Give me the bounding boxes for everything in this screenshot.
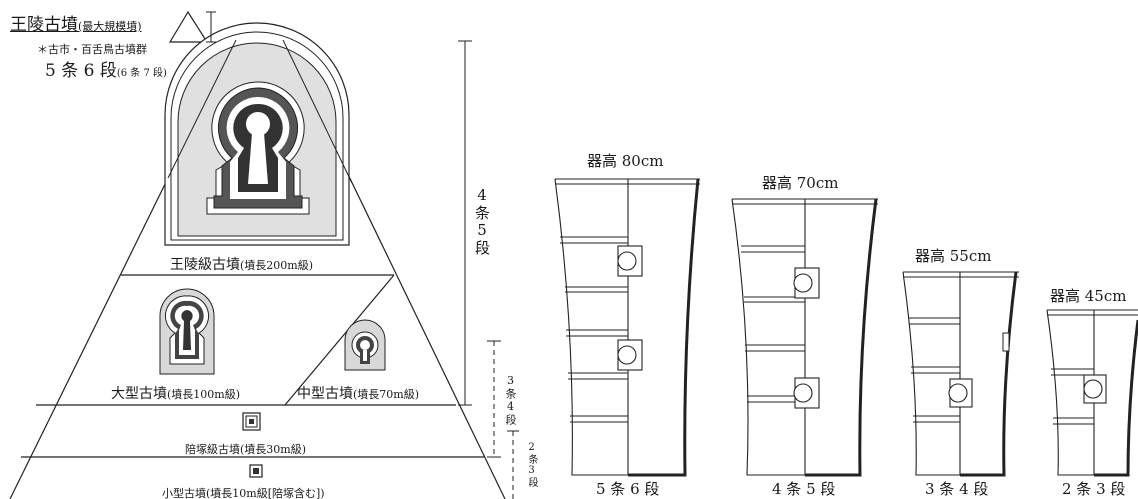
scale-label-royal: 4条5段 bbox=[473, 186, 491, 256]
tier-large-detail: (墳長100m級) bbox=[167, 388, 241, 401]
tier-royal-label: 王陵級古墳(墳長200m級) bbox=[170, 256, 313, 272]
header-stages-main: 5 条 6 段 bbox=[45, 61, 117, 81]
vessel-3-stages: 3 条 4 段 bbox=[925, 480, 989, 498]
tier-large-label: 大型古墳(墳長100m級) bbox=[111, 385, 240, 401]
satellite-tomb-icon bbox=[242, 412, 261, 431]
vessel-4-stages: 2 条 3 段 bbox=[1062, 480, 1126, 498]
pyramid-overlay-lines bbox=[167, 39, 353, 184]
vessel-1-height: 器高 80cm bbox=[587, 152, 664, 170]
header-group-note: ＊古市・百舌鳥古墳群 bbox=[37, 43, 147, 56]
vessel-70 bbox=[731, 198, 878, 477]
tier-large-name: 大型古墳 bbox=[111, 386, 167, 402]
vessel-55 bbox=[902, 271, 1019, 477]
vessel-3-height: 器高 55cm bbox=[915, 247, 992, 265]
tier-medium-name: 中型古墳 bbox=[297, 386, 353, 402]
royal-tomb-icon bbox=[164, 22, 350, 246]
small-tomb-icon bbox=[249, 464, 263, 478]
tier-small-label: 小型古墳(墳長10m級[陪塚含む]) bbox=[162, 484, 325, 499]
tier-satellite-label: 陪塚級古墳(墳長30m級) bbox=[185, 440, 306, 456]
header-main-text: 王陵古墳 bbox=[10, 15, 78, 35]
vessel-2-stages: 4 条 5 段 bbox=[772, 480, 836, 498]
header-main-sub: (最大規模墳) bbox=[78, 20, 142, 33]
large-tomb-icon bbox=[159, 288, 215, 375]
tier-medium-detail: (墳長70m級) bbox=[353, 388, 420, 401]
tier-small-name: 小型古墳 bbox=[162, 487, 206, 499]
apex-bracket bbox=[206, 11, 216, 43]
divider-diagonal bbox=[284, 274, 395, 406]
vessel-45 bbox=[1046, 309, 1138, 477]
vessel-4-height: 器高 45cm bbox=[1050, 287, 1127, 305]
scale-label-low: 2条3段 bbox=[526, 442, 537, 488]
scale-bars bbox=[458, 40, 519, 499]
scale-label-mid: 3条4段 bbox=[504, 374, 517, 426]
tier-satellite-detail: (墳長30m級) bbox=[240, 443, 307, 456]
apex-triangle bbox=[168, 10, 209, 43]
header-main-label: 王陵古墳(最大規模墳) bbox=[10, 17, 142, 34]
tier-small-detail: (墳長10m級[陪塚含む]) bbox=[206, 487, 325, 499]
vessel-80 bbox=[554, 178, 700, 477]
header-stages: 5 条 6 段(6 条 7 段) bbox=[45, 63, 167, 80]
tier-satellite-name: 陪塚級古墳 bbox=[185, 443, 240, 456]
header-stages-sub: (6 条 7 段) bbox=[116, 68, 167, 79]
vessel-1-stages: 5 条 6 段 bbox=[596, 480, 660, 498]
tier-royal-detail: (墳長200m級) bbox=[240, 259, 314, 272]
medium-tomb-icon bbox=[344, 319, 386, 371]
tier-medium-label: 中型古墳(墳長70m級) bbox=[297, 385, 419, 401]
vessel-2-height: 器高 70cm bbox=[762, 174, 839, 192]
tier-royal-name: 王陵級古墳 bbox=[170, 257, 240, 273]
